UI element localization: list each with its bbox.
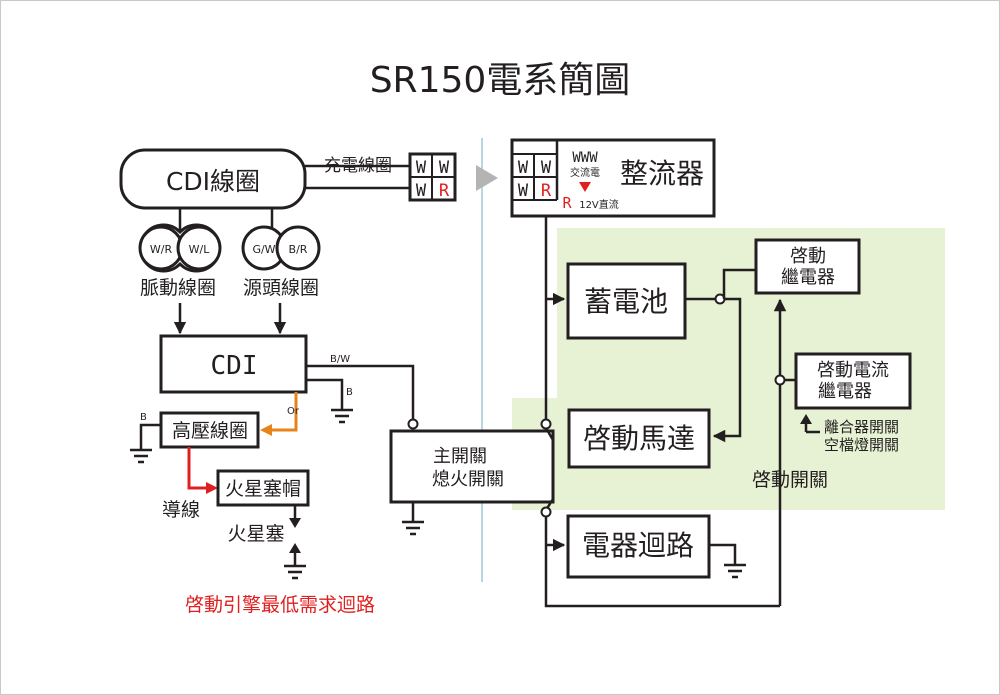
charge-terminal: W	[416, 181, 427, 201]
charge-coil-label: 充電線圈	[324, 156, 392, 176]
terminal-node	[540, 506, 552, 518]
bw-wire-label: B/W	[330, 354, 350, 365]
main-switch-label: 主開關	[433, 446, 487, 467]
lead-wire-arrow-icon	[206, 482, 218, 494]
main-switch-box	[389, 429, 555, 504]
charge-terminal: R	[439, 181, 450, 201]
or-wire-arrow-icon	[260, 424, 272, 436]
electrical-circuit-label: 電器迴路	[582, 529, 694, 562]
page-title: SR150電系簡圖	[370, 60, 631, 101]
starter-motor-box	[567, 408, 711, 469]
start-relay-box	[754, 238, 861, 295]
battery-box	[566, 262, 687, 340]
starter-motor-label: 啓動馬達	[583, 422, 695, 455]
rectifier-terminal: W	[541, 158, 552, 178]
source-wire-label: B/R	[289, 243, 308, 256]
rectifier-dc-label: 12V直流	[579, 198, 619, 211]
rectifier-terminal: W	[518, 181, 529, 201]
rectifier-www: WWW	[572, 150, 598, 166]
pulse-wire-label: W/R	[150, 243, 173, 256]
battery-label: 蓄電池	[584, 285, 668, 318]
direction-arrow-icon	[476, 165, 498, 191]
cdi-box	[159, 334, 308, 394]
current-relay-box	[794, 352, 912, 410]
charge-terminal: W	[416, 158, 427, 178]
charge-terminal: W	[439, 158, 450, 178]
coil-ground-label: B	[140, 412, 147, 423]
spark-up-arrow-icon	[289, 543, 301, 553]
lead-wire	[187, 447, 212, 490]
relay-feed-wire	[722, 268, 756, 299]
spark-cap-box	[216, 469, 310, 507]
neutral-light-switch-label: 空檔燈開關	[824, 436, 899, 454]
start-switch-label: 啓動開關	[752, 469, 828, 491]
spark-plug-label: 火星塞	[227, 523, 284, 545]
or-wire-label: Or	[287, 406, 300, 417]
rectifier-terminal: R	[541, 181, 552, 201]
terminal-node	[407, 418, 419, 430]
pulse-coil-loop	[176, 225, 222, 271]
pulse-wire-label: W/L	[189, 243, 211, 256]
electrical-circuit-box	[566, 514, 711, 579]
ignition-coil-label: 高壓線圈	[172, 420, 248, 442]
cdi-ground-wire	[306, 378, 344, 410]
circuit-loop-wire	[544, 517, 780, 608]
current-relay-label: 啓動電流	[817, 360, 889, 381]
pulse-coil-label: 脈動線圈	[140, 277, 216, 299]
minimum-circuit-note: 啓動引擎最低需求迴路	[185, 594, 375, 616]
ignition-coil-box	[159, 411, 260, 449]
start-relay-label: 繼電器	[781, 267, 835, 288]
clutch-switch-label: 離合器開關	[824, 418, 899, 436]
circuit-ground-wire	[709, 543, 737, 565]
source-wire-label: G/W	[252, 243, 275, 256]
rectifier-r-label: R	[562, 194, 572, 212]
start-relay-label: 啓動	[790, 246, 826, 267]
terminal-node	[774, 374, 786, 386]
spark-down-arrow-icon	[289, 518, 301, 528]
spark-cap-label: 火星塞帽	[225, 478, 301, 500]
lead-wire-label: 導線	[162, 499, 200, 521]
rectifier-label: 整流器	[620, 157, 704, 190]
current-relay-label: 繼電器	[818, 381, 872, 402]
source-coil-label: 源頭線圈	[243, 277, 319, 299]
cdi-ground-label: B	[346, 387, 353, 398]
rectifier-terminal: W	[518, 158, 529, 178]
clutch-up-arrow-icon	[800, 414, 812, 424]
rectifier-ac-label: 交流電	[570, 166, 600, 179]
source-coil-loop	[275, 225, 321, 271]
ignition-off-switch-label: 熄火開關	[432, 469, 504, 490]
cdi-coil-label: CDI線圈	[166, 167, 260, 196]
terminal-node	[540, 418, 552, 430]
coil-ground-wire	[139, 423, 161, 450]
cdi-coil-box	[119, 148, 307, 210]
main-switch-feed	[544, 427, 555, 441]
rectifier-down-arrow-icon	[579, 182, 591, 192]
bw-wire	[306, 364, 415, 420]
motor-feed-wire	[712, 297, 742, 443]
or-wire	[264, 392, 298, 432]
cdi-label: CDI	[211, 351, 258, 381]
